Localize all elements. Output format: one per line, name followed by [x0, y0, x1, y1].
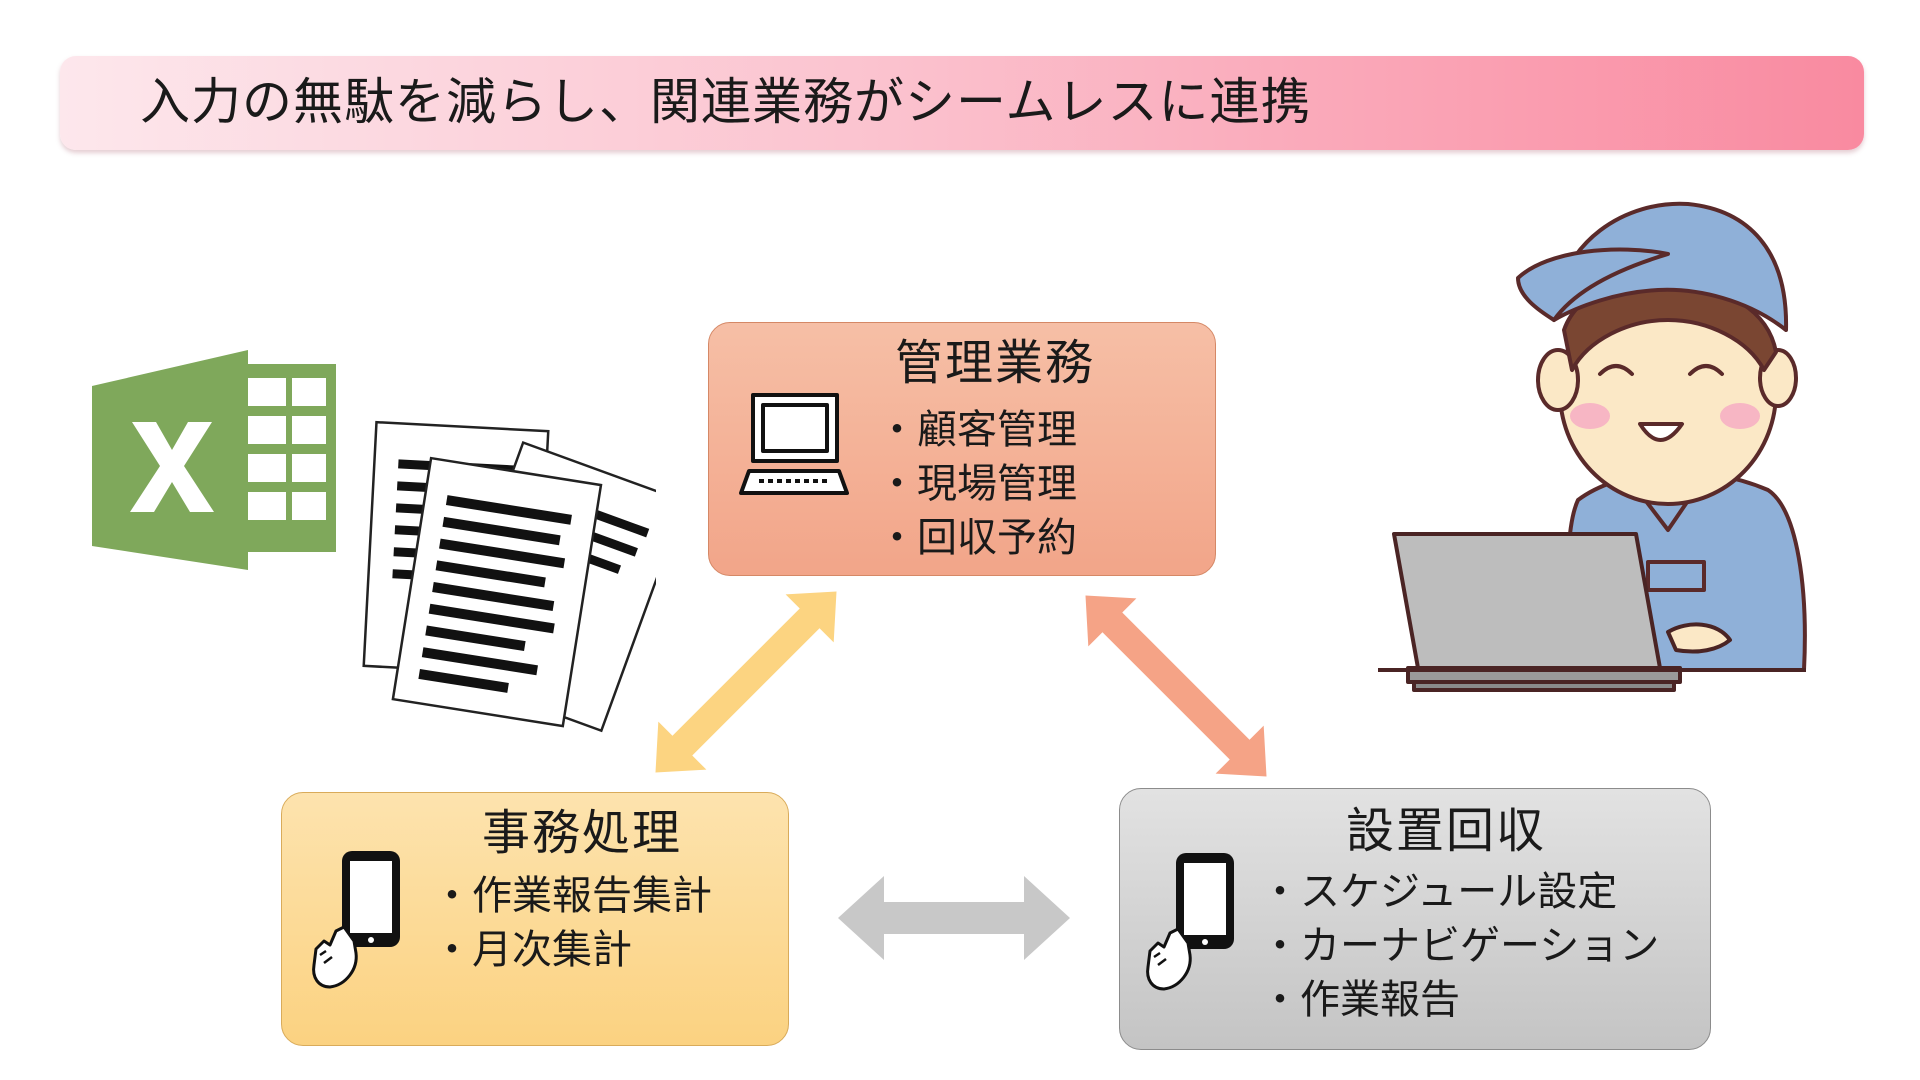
- worker-cheek-right: [1720, 403, 1760, 429]
- office-item: 作業報告集計: [432, 869, 712, 923]
- management-title: 管理業務: [895, 335, 1096, 391]
- office-item: 月次集計: [432, 923, 712, 977]
- tablet-home-button: [1202, 939, 1208, 945]
- worker-ear-left: [1536, 348, 1580, 412]
- page-title: 入力の無駄を減らし、関連業務がシームレスに連携: [140, 73, 1312, 131]
- worker-hand: [1666, 622, 1732, 654]
- tablet-home-button: [368, 937, 374, 943]
- excel-cell: [292, 378, 326, 406]
- office-box: 事務処理 作業報告集計 月次集計: [281, 792, 789, 1046]
- arrow-office-to-management: [655, 591, 837, 773]
- management-item: 回収予約: [877, 511, 1077, 565]
- document-front: [391, 456, 603, 728]
- worker-cap: [1552, 201, 1789, 332]
- management-item: 現場管理: [877, 457, 1077, 511]
- excel-cell: [292, 492, 326, 520]
- paper-documents-icon: [362, 420, 656, 733]
- excel-cell: [292, 416, 326, 444]
- worker-cheek-left: [1570, 403, 1610, 429]
- field-item: 作業報告: [1260, 973, 1659, 1027]
- desktop-computer-icon: [739, 393, 849, 495]
- hand-pointer-icon: [1146, 927, 1192, 991]
- excel-cell: [292, 454, 326, 482]
- title-banner: 入力の無駄を減らし、関連業務がシームレスに連携: [60, 56, 1864, 150]
- field-item: スケジュール設定: [1260, 865, 1659, 919]
- hand-pointer-icon: [312, 925, 358, 989]
- excel-cell: [242, 492, 286, 520]
- tablet-touch-icon: [1146, 853, 1234, 991]
- field-box: 設置回収 スケジュール設定 カーナビゲーション 作業報告: [1119, 788, 1711, 1050]
- management-list: 顧客管理 現場管理 回収予約: [877, 403, 1077, 565]
- office-list: 作業報告集計 月次集計: [432, 869, 712, 977]
- excel-cell: [242, 454, 286, 482]
- excel-cell: [242, 378, 286, 406]
- arrow-management-to-field: [1085, 595, 1267, 777]
- arrow-office-to-field: [838, 876, 1070, 960]
- tablet-screen: [350, 861, 392, 933]
- excel-sheet-icon: [92, 350, 336, 570]
- worker-eye-right: [1688, 364, 1724, 376]
- worker-pocket: [1646, 560, 1706, 592]
- field-item: カーナビゲーション: [1260, 919, 1659, 973]
- field-title: 設置回収: [1346, 803, 1547, 859]
- tablet-touch-icon: [312, 851, 400, 989]
- management-box: 管理業務 顧客管理 現場管理 回収予約: [708, 322, 1216, 576]
- worker-mouth: [1638, 422, 1684, 442]
- laptop-keyboard-edge: [1412, 680, 1676, 692]
- worker-cap-brim: [1516, 247, 1670, 322]
- field-list: スケジュール設定 カーナビゲーション 作業報告: [1260, 865, 1659, 1027]
- excel-x-mark: [130, 422, 214, 512]
- worker-with-laptop-icon: [1378, 201, 1807, 692]
- management-item: 顧客管理: [877, 403, 1077, 457]
- office-title: 事務処理: [482, 805, 683, 861]
- worker-eye-left: [1598, 364, 1634, 376]
- tablet-screen: [1184, 863, 1226, 935]
- excel-icon: [92, 350, 336, 570]
- excel-cell: [242, 416, 286, 444]
